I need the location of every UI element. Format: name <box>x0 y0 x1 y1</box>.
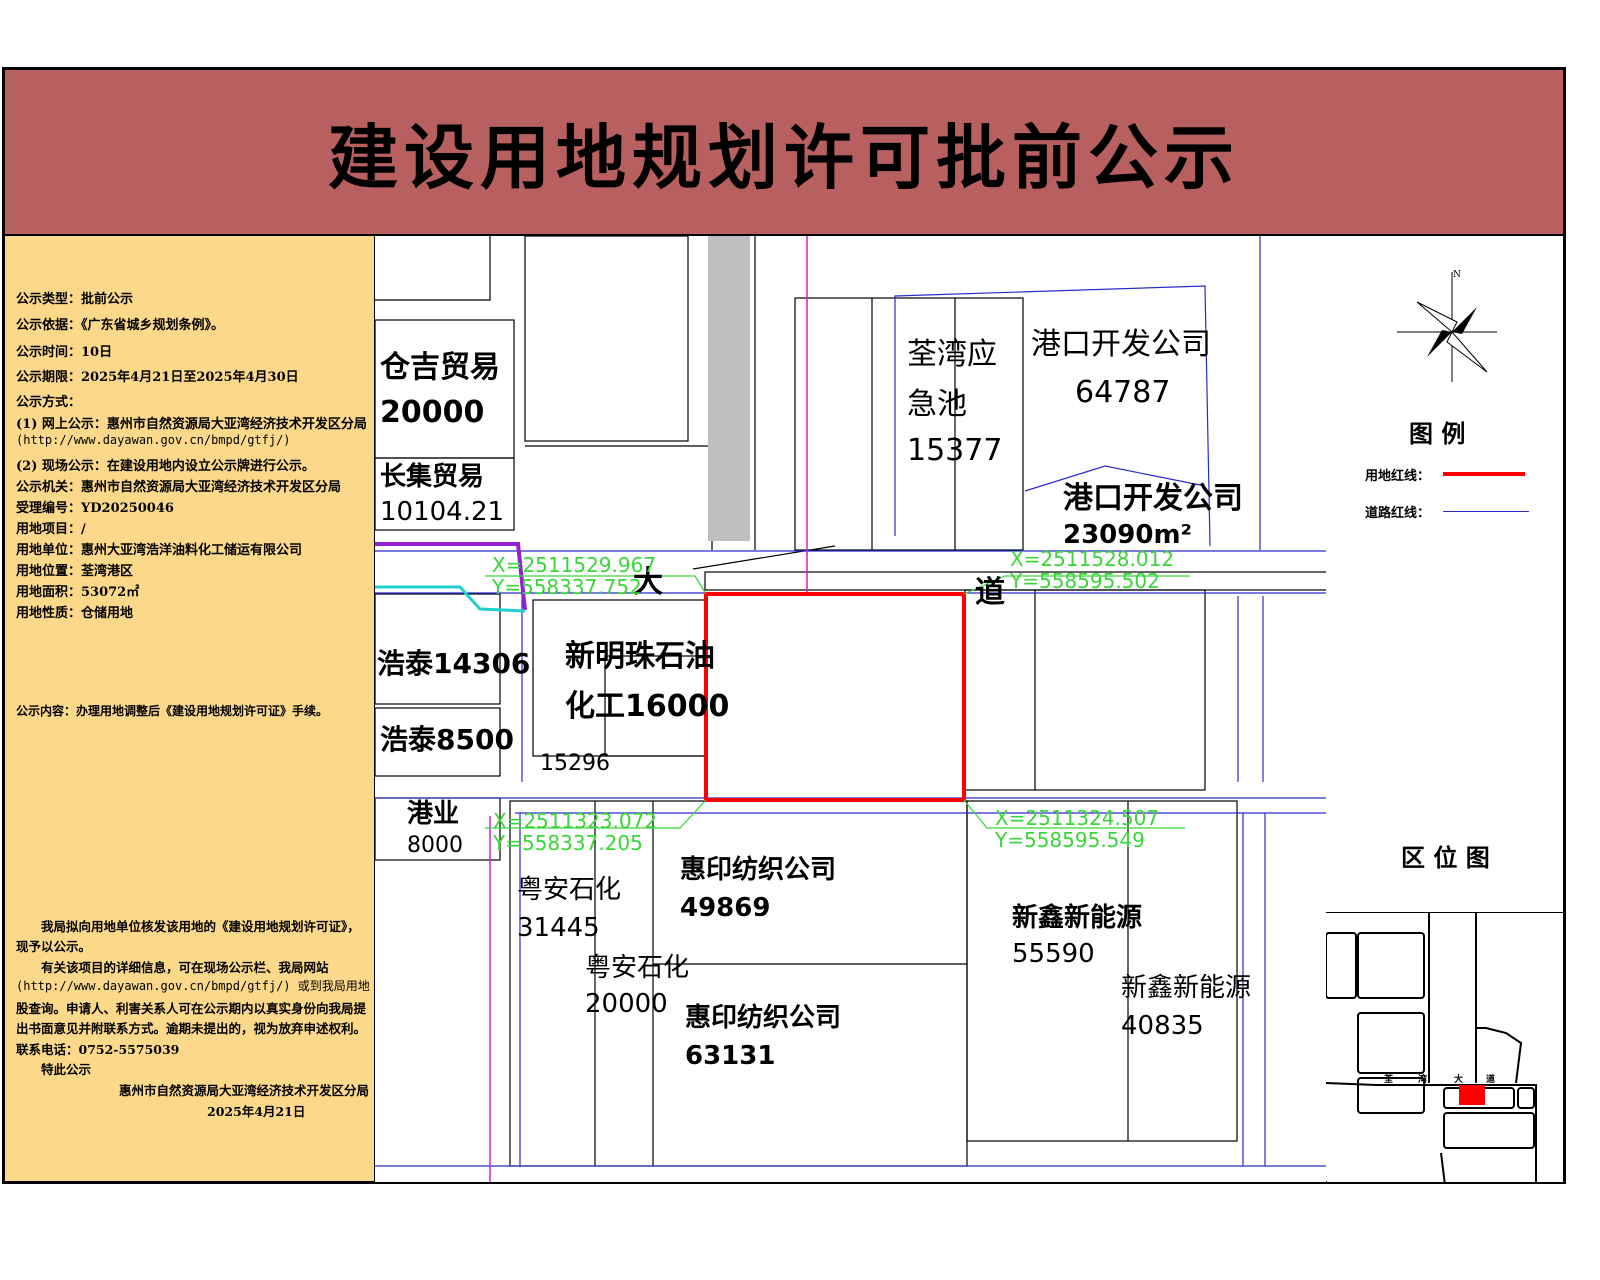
coordinate-x: X=2511528.012 <box>1010 547 1175 571</box>
parcel-label: 浩泰8500 <box>380 723 514 756</box>
map-linework <box>375 236 1326 1182</box>
north-label: N <box>1453 270 1461 280</box>
parcel-area: 49869 <box>680 893 771 923</box>
site-plan-map: 仓吉贸易 20000 长集贸易 10104.21 浩泰14306 浩泰8500 … <box>375 236 1326 1182</box>
info-line: 用地位置：荃湾港区 <box>16 564 134 579</box>
location-road-label: 道 <box>1486 1075 1496 1085</box>
site-red-line <box>704 592 966 802</box>
info-url: (http://www.dayawan.gov.cn/bmpd/gtfj/) <box>16 433 291 447</box>
notice-line: (http://www.dayawan.gov.cn/bmpd/gtfj/) 或… <box>16 979 370 993</box>
parcel-name: 惠印纺织公司 <box>680 855 837 885</box>
notice-line: 有关该项目的详细信息，可在现场公示栏、我局网站 <box>16 960 329 975</box>
notice-phone: 联系电话：0752-5575039 <box>16 1042 180 1057</box>
parcel-area: 20000 <box>585 989 668 1019</box>
parcel-area: 20000 <box>380 395 485 430</box>
legend-swatch-site <box>1443 472 1525 476</box>
info-line: 用地性质：仓储用地 <box>16 606 134 621</box>
parcel-name: 仓吉贸易 <box>380 350 500 385</box>
parcel-name: 港口开发公司 <box>1031 327 1211 362</box>
legend-panel: N 图 例 用地红线： 道路红线： 区 位 图 荃 湾 大 道 <box>1325 236 1563 1194</box>
gray-strip <box>708 236 750 541</box>
parcel-area: 64787 <box>1075 375 1171 410</box>
page-title: 建设用地规划许可批前公示 <box>328 115 1240 199</box>
info-line: (2) 现场公示：在建设用地内设立公示牌进行公示。 <box>16 459 315 474</box>
location-map-title: 区 位 图 <box>1401 843 1490 872</box>
notice-line: 我局拟向用地单位核发该用地的《建设用地规划许可证》， <box>16 919 360 934</box>
info-line: 公示机关：惠州市自然资源局大亚湾经济技术开发区分局 <box>16 480 342 495</box>
info-line: 公示方式： <box>16 395 82 410</box>
parcel-area: 8000 <box>407 833 463 858</box>
notice-line: 出书面意见并附联系方式。逾期未提出的，视为放弃申述权利。 <box>16 1021 367 1036</box>
parcel-area: 15296 <box>540 751 610 776</box>
coordinate-y: Y=558337.752 <box>492 575 642 599</box>
coordinate-y: Y=558595.502 <box>1010 569 1160 593</box>
info-line: (1) 网上公示：惠州市自然资源局大亚湾经济技术开发区分局 <box>16 417 367 432</box>
road-label: 大 <box>633 565 663 600</box>
parcel-name: 荃湾应 <box>907 337 997 372</box>
legend-swatch-road <box>1443 511 1529 512</box>
location-road-label: 大 <box>1454 1075 1464 1085</box>
parcel-label: 浩泰14306 <box>377 647 531 680</box>
parcel-name: 新鑫新能源 <box>1121 973 1252 1003</box>
info-line: 公示期限：2025年4月21日至2025年4月30日 <box>16 370 299 385</box>
notice-signature: 惠州市自然资源局大亚湾经济技术开发区分局 <box>119 1083 370 1098</box>
location-site-marker <box>1459 1085 1485 1105</box>
parcel-name: 港口开发公司 <box>1063 481 1243 516</box>
coordinate-y: Y=558595.549 <box>995 828 1145 852</box>
notice-line: 现予以公示。 <box>16 939 92 954</box>
info-line: 公示依据：《广东省城乡规划条例》。 <box>16 318 225 333</box>
parcel-name: 长集贸易 <box>380 462 485 492</box>
info-line: 公示时间：10日 <box>16 345 113 360</box>
info-line: 用地项目：/ <box>16 522 86 537</box>
poster-frame <box>2 67 1566 1184</box>
legend-label: 道路红线： <box>1365 506 1431 521</box>
parcel-name: 粤安石化 <box>585 953 690 983</box>
parcel-area: 55590 <box>1012 939 1095 969</box>
parcel-name: 粤安石化 <box>517 875 622 905</box>
notice-line: 特此公示 <box>16 1062 92 1077</box>
parcel-area: 23090m² <box>1063 520 1192 550</box>
road-label: 道 <box>975 575 1005 610</box>
parcel-area: 15377 <box>907 433 1003 468</box>
info-line: 公示类型：批前公示 <box>16 292 134 307</box>
parcel-area: 31445 <box>517 913 600 943</box>
parcel-area: 40835 <box>1121 1011 1204 1041</box>
parcel-name: 急池 <box>907 387 967 422</box>
parcel-name: 惠印纺织公司 <box>685 1003 842 1033</box>
coordinate-x: X=2511323.072 <box>493 809 658 833</box>
info-line: 用地单位：惠州大亚湾浩洋油料化工储运有限公司 <box>16 543 303 558</box>
info-line: 用地面积：53072㎡ <box>16 585 140 600</box>
notice-date: 2025年4月21日 <box>207 1104 306 1119</box>
info-line: 受理编号：YD20250046 <box>16 501 174 516</box>
legend-title: 图 例 <box>1409 419 1466 448</box>
parcel-name: 新鑫新能源 <box>1012 903 1143 933</box>
coordinate-x: X=2511529.967 <box>492 553 657 577</box>
parcel-name: 港业 <box>407 799 460 829</box>
legend-label: 用地红线： <box>1365 469 1431 484</box>
north-arrow-icon <box>1397 272 1497 382</box>
parcel-area: 63131 <box>685 1041 776 1071</box>
coordinate-x: X=2511324.507 <box>995 806 1160 830</box>
coordinate-y: Y=558337.205 <box>493 831 643 855</box>
notice-line: 股查询。申请人、利害关系人可在公示期内以真实身份向我局提 <box>16 1001 367 1016</box>
title-band: 建设用地规划许可批前公示 <box>5 70 1563 236</box>
location-map-roads <box>1325 913 1537 1194</box>
parcel-name: 新明珠石油 <box>565 639 715 674</box>
info-content: 公示内容：办理用地调整后《建设用地规划许可证》手续。 <box>16 704 329 718</box>
location-map: 荃 湾 大 道 <box>1325 912 1563 1194</box>
parcel-name: 化工16000 <box>565 689 730 724</box>
info-panel: 公示类型：批前公示 公示依据：《广东省城乡规划条例》。 公示时间：10日 公示期… <box>5 236 375 1181</box>
location-road-label: 荃 <box>1384 1075 1394 1085</box>
location-road-label: 湾 <box>1418 1075 1428 1085</box>
parcel-area: 10104.21 <box>380 497 505 527</box>
